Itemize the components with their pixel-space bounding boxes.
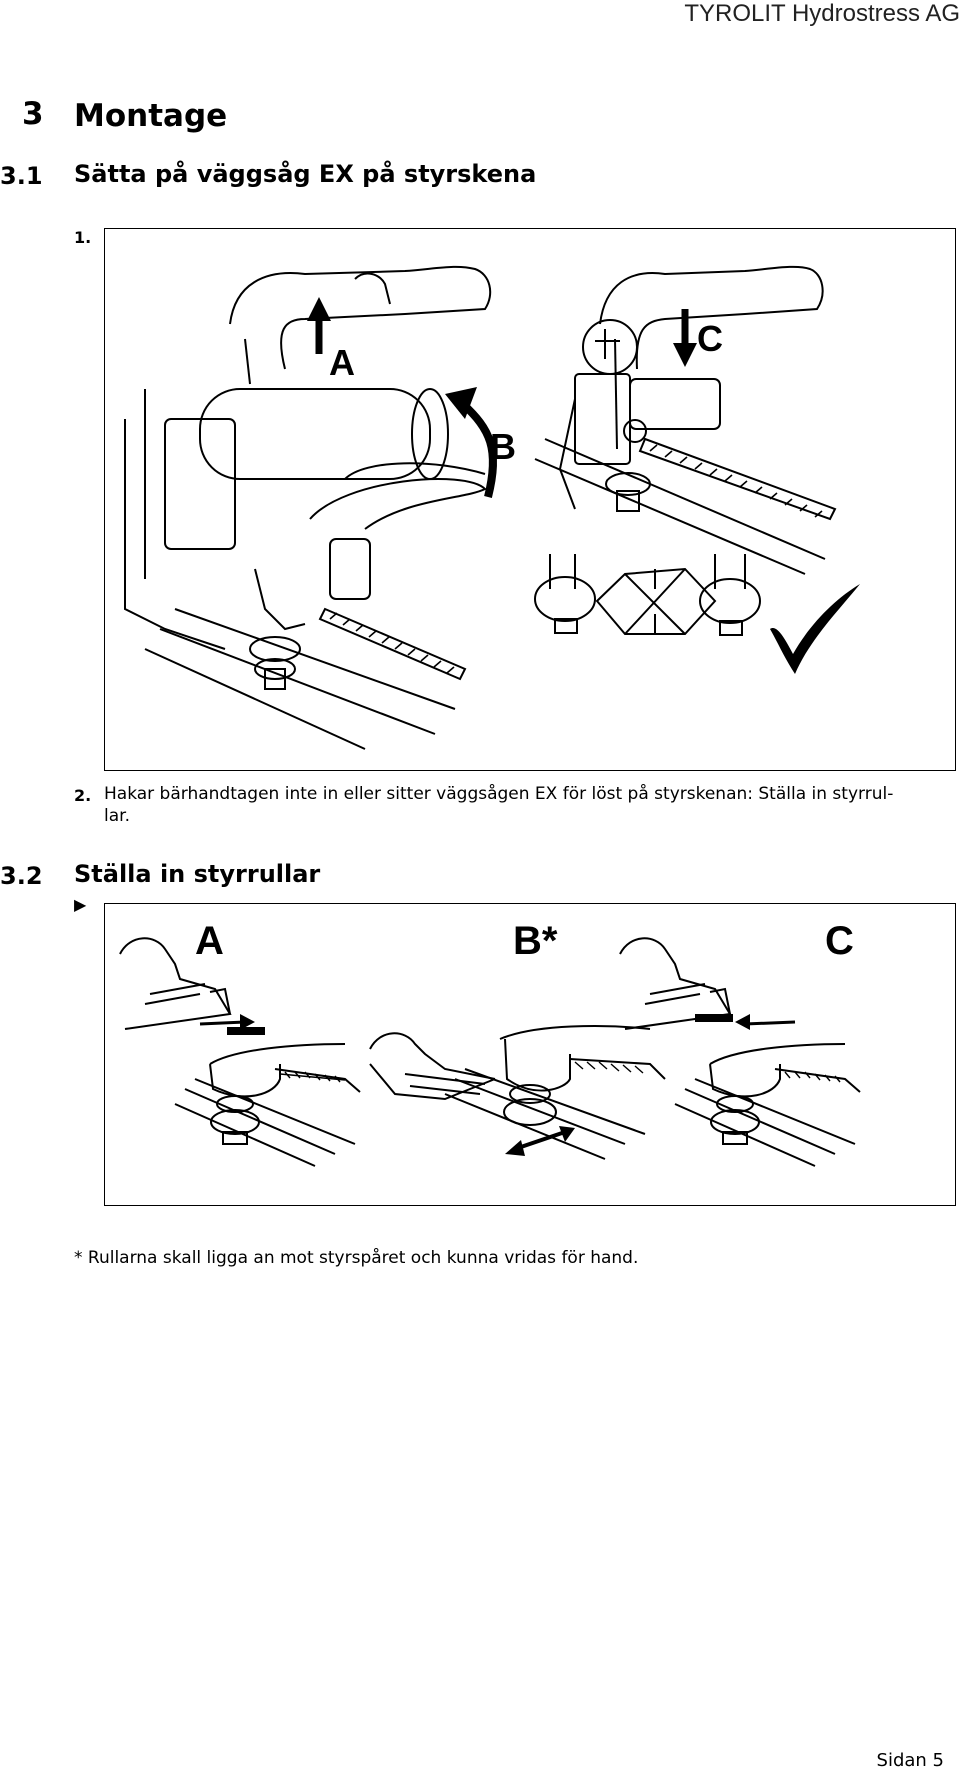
- chapter-number: 3: [22, 96, 44, 132]
- section-number-3-1: 3.1: [0, 162, 43, 190]
- mounting-figure: A B C: [104, 228, 956, 771]
- section-title-3-1: Sätta på väggsåg EX på styrskena: [74, 160, 537, 188]
- arrow-up-a: [307, 297, 331, 354]
- label-c: C: [697, 318, 723, 359]
- roller-detail-illustration: [534, 554, 761, 636]
- label-b: B: [490, 426, 516, 467]
- roller-panel-a: [119, 937, 361, 1167]
- step-2-label: 2.: [74, 786, 92, 805]
- bullet-icon: ▶: [74, 895, 87, 914]
- roller-panel-b: [369, 1025, 666, 1160]
- roller-adjust-figure: A B* C: [104, 903, 956, 1206]
- arrow-down-c: [673, 309, 697, 367]
- chapter-title: Montage: [74, 98, 228, 134]
- section-title-3-2: Ställa in styrrullar: [74, 860, 321, 888]
- label-b-star: B*: [513, 919, 558, 963]
- company-name: TYROLIT Hydrostress AG: [684, 0, 960, 27]
- wall-saw-illustration-left: [124, 265, 492, 750]
- check-icon: [770, 584, 860, 674]
- step-1-label: 1.: [74, 228, 92, 247]
- label-c: C: [825, 919, 854, 963]
- label-a: A: [195, 919, 224, 963]
- step-2-text-cont: lar.: [104, 806, 130, 826]
- page-number: Sidan 5: [876, 1750, 944, 1771]
- label-a: A: [329, 342, 355, 383]
- arrow-rotate-b: [445, 387, 498, 498]
- roller-panel-c: [619, 937, 861, 1167]
- step-2-text: Hakar bärhandtagen inte in eller sitter …: [104, 784, 894, 804]
- section-number-3-2: 3.2: [0, 862, 43, 890]
- footnote: * Rullarna skall ligga an mot styrspåret…: [74, 1248, 639, 1268]
- wall-saw-illustration-right: [534, 265, 837, 575]
